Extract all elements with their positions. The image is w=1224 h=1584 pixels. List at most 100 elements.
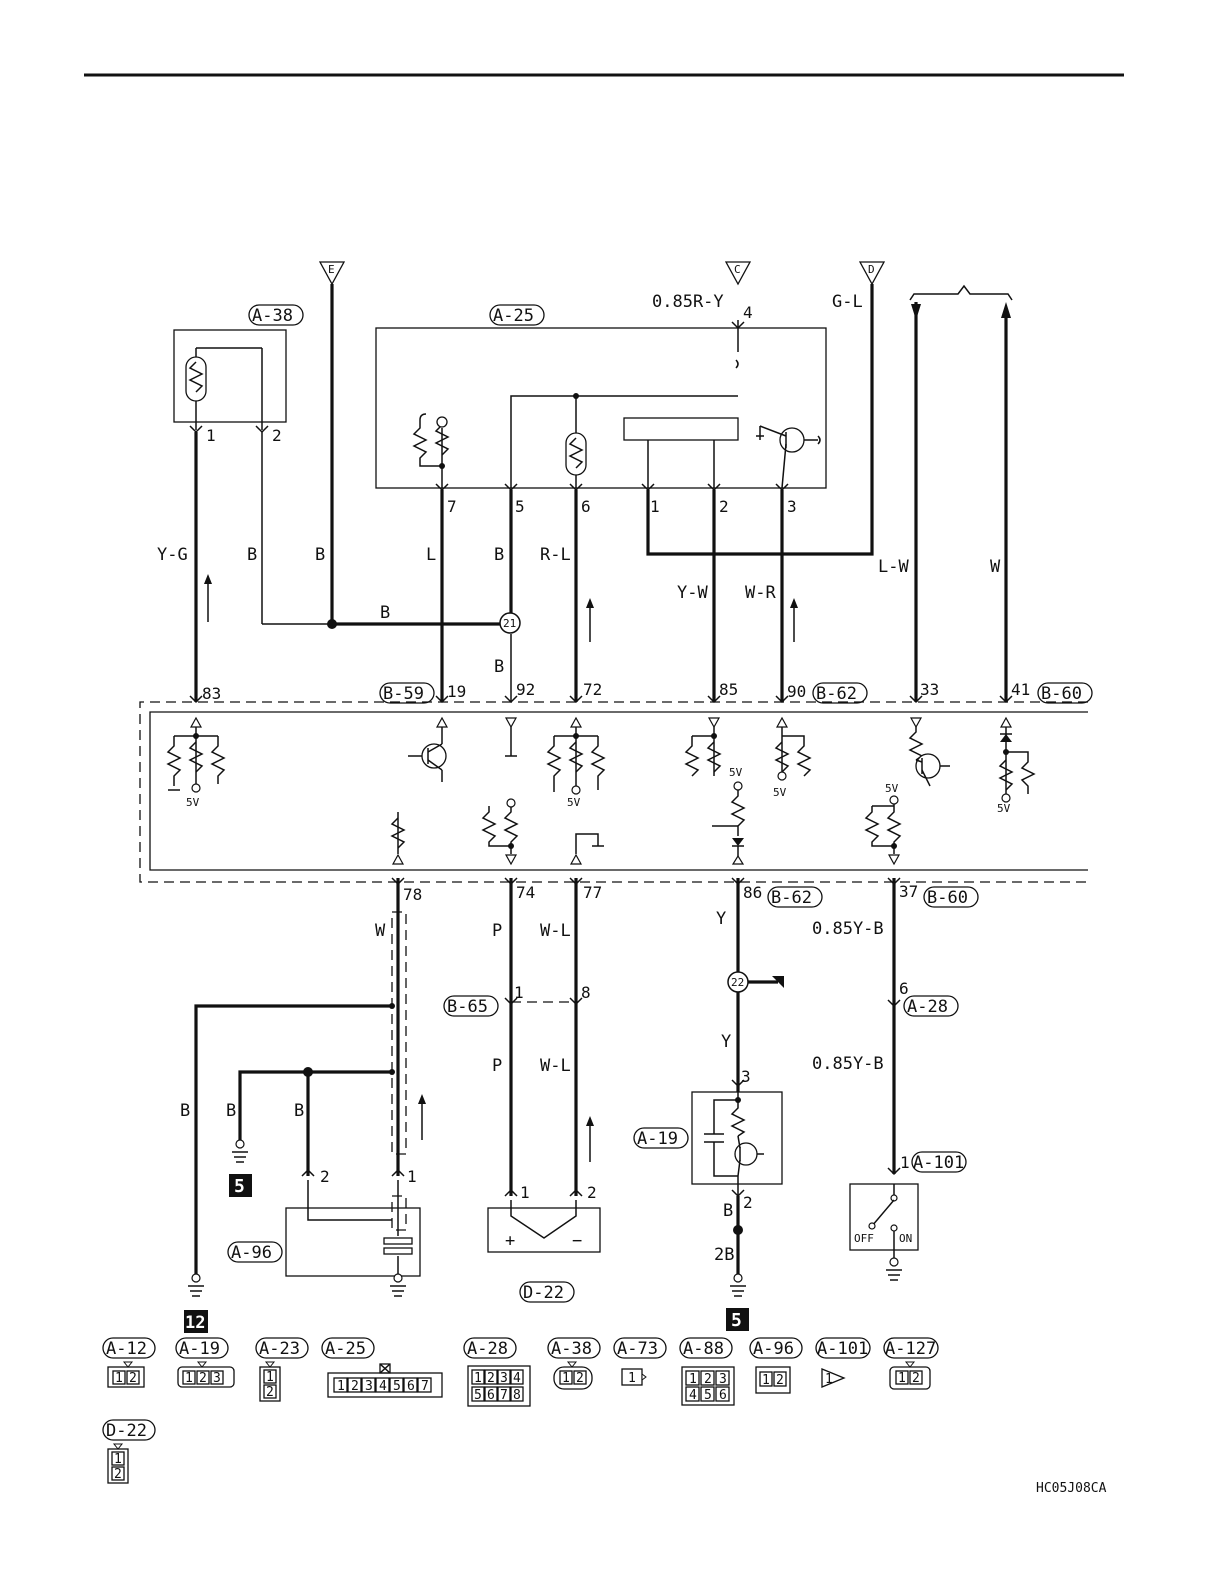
pin-92: 92 [516, 680, 535, 699]
legend-a96-tag: A-96 [749, 1337, 803, 1359]
brace [909, 284, 1013, 301]
legend-a28-pin-5: 5 [474, 1388, 482, 1403]
pin-a19-3: 3 [741, 1067, 751, 1086]
connector-tag-a96: A-96 [227, 1241, 283, 1263]
connector-tag-a96-label: A-96 [231, 1243, 272, 1263]
legend-a88-pin-1: 1 [689, 1372, 697, 1387]
pin-90: 90 [787, 682, 806, 701]
legend-a101-connector: 1 [821, 1368, 846, 1388]
legend-a28-pin-6: 6 [487, 1388, 495, 1403]
legend-a73-tag: A-73 [613, 1337, 667, 1359]
legend-a28-pin-4: 4 [513, 1371, 521, 1386]
legend-a19-tag: A-19 [175, 1337, 229, 1359]
connector-tag-b62-bottom: B-62 [767, 886, 823, 908]
ground-12 [188, 1273, 204, 1297]
lower-wires [194, 877, 901, 1274]
pin-77: 77 [583, 883, 602, 902]
connector-tag-a25-label: A-25 [493, 306, 534, 326]
pin-a96-1: 1 [407, 1167, 417, 1186]
wire-label-b-5: B [494, 545, 504, 565]
connector-tag-b59: B-59 [379, 682, 435, 704]
legend-a88-pin-6: 6 [719, 1388, 727, 1403]
legend-a25-tag: A-25 [321, 1337, 375, 1359]
legend-d22-label: D-22 [106, 1421, 147, 1441]
wire-label-b-a19: B [723, 1201, 733, 1221]
legend-a19-pin-3: 3 [213, 1371, 221, 1386]
connector-tag-a28: A-28 [903, 995, 959, 1017]
connector-tag-a25: A-25 [489, 304, 545, 326]
ecu-voltage-1: 5V [186, 796, 200, 809]
legend-a96-label: A-96 [753, 1339, 794, 1359]
wire-label-b-left2: B [226, 1101, 236, 1121]
connector-tag-b60-bottom: B-60 [923, 886, 979, 908]
pin-b65-8: 8 [581, 983, 591, 1002]
legend-a23-pin-2: 2 [266, 1385, 274, 1400]
legend-a28-pin-1: 1 [474, 1371, 482, 1386]
wire-label-p-74: P [492, 921, 502, 941]
legend-a73-pin-1: 1 [628, 1371, 636, 1386]
wire-label-wl-77: W-L [540, 921, 571, 941]
ecu-voltage-3: 5V [773, 786, 787, 799]
offpage-ref-d-label: D [868, 263, 875, 276]
connector-tag-b59-label: B-59 [383, 684, 424, 704]
wire-label-b-92: B [494, 657, 504, 677]
legend-a23-label: A-23 [259, 1339, 300, 1359]
wire-label-yw: Y-W [677, 583, 708, 603]
legend-a88-pin-4: 4 [689, 1388, 697, 1403]
offpage-ref-c: C [724, 261, 752, 286]
connector-tag-b65-label: B-65 [447, 997, 488, 1017]
wire-label-yb-37: 0.85Y-B [812, 919, 884, 939]
pin-83: 83 [202, 684, 221, 703]
legend-a28-pin-8: 8 [513, 1388, 521, 1403]
pin-a19-2: 2 [743, 1193, 753, 1212]
wire-label-b-a38: B [247, 545, 257, 565]
legend-a28-pin-7: 7 [500, 1388, 508, 1403]
legend-a96-pin-1: 1 [762, 1373, 770, 1388]
pin-78: 78 [403, 885, 422, 904]
wire-label-y-22: Y [721, 1032, 731, 1052]
pin-72: 72 [583, 680, 602, 699]
legend-a127-pin-1: 1 [898, 1371, 906, 1386]
figure-code: HC05J08CA [1036, 1481, 1107, 1496]
legend-d22-pin-2: 2 [114, 1467, 122, 1482]
legend-a38-pin-2: 2 [576, 1371, 584, 1386]
pin-19: 19 [447, 682, 466, 701]
offpage-ref-d: D [858, 261, 886, 286]
pin-a25-5: 5 [515, 497, 525, 516]
legend-a25-pin-7: 7 [421, 1379, 429, 1394]
wire-label-p-b65: P [492, 1056, 502, 1076]
wire-label-b-left3: B [294, 1101, 304, 1121]
connector-tag-b62-top-label: B-62 [816, 684, 857, 704]
switch-on-label: ON [899, 1232, 912, 1245]
connector-tag-b60-top: B-60 [1037, 682, 1093, 704]
legend-a101-pin-1: 1 [825, 1372, 833, 1387]
a96-component [285, 1180, 421, 1277]
offpage-ref-e: E [318, 261, 346, 286]
wire-label-wr: W-R [745, 583, 776, 603]
pin-a38-2: 2 [272, 426, 282, 445]
pin-86: 86 [743, 883, 762, 902]
pin-d22-2: 2 [587, 1183, 597, 1202]
wire-label-w-41: W [990, 557, 1001, 577]
ground-id-12: 12 [184, 1310, 208, 1333]
connector-tag-b62-bottom-label: B-62 [771, 888, 812, 908]
ecu-internals: 5V 5V 5V [166, 716, 1036, 866]
ecu-voltage-4: 5V [997, 802, 1011, 815]
legend-a127-label: A-127 [885, 1339, 936, 1359]
legend-a96-connector: 1 2 [755, 1366, 791, 1394]
legend-a38-connector: 1 2 [553, 1361, 593, 1390]
legend-a19-pin-2: 2 [199, 1371, 207, 1386]
legend-a88-label: A-88 [683, 1339, 724, 1359]
pin-33: 33 [920, 680, 939, 699]
wire-label-b-left1: B [180, 1101, 190, 1121]
pin-41: 41 [1011, 680, 1030, 699]
connector-tag-a19: A-19 [633, 1127, 689, 1149]
wire-label-y-86: Y [716, 909, 726, 929]
connector-tag-a19-label: A-19 [637, 1129, 678, 1149]
legend-a25-pin-2: 2 [351, 1379, 359, 1394]
legend-d22-connector: 1 2 [107, 1443, 129, 1484]
connector-tag-b65: B-65 [443, 995, 499, 1017]
connector-tag-b62-top: B-62 [812, 682, 868, 704]
legend-a28-pin-2: 2 [487, 1371, 495, 1386]
legend-a25-pin-3: 3 [365, 1379, 373, 1394]
